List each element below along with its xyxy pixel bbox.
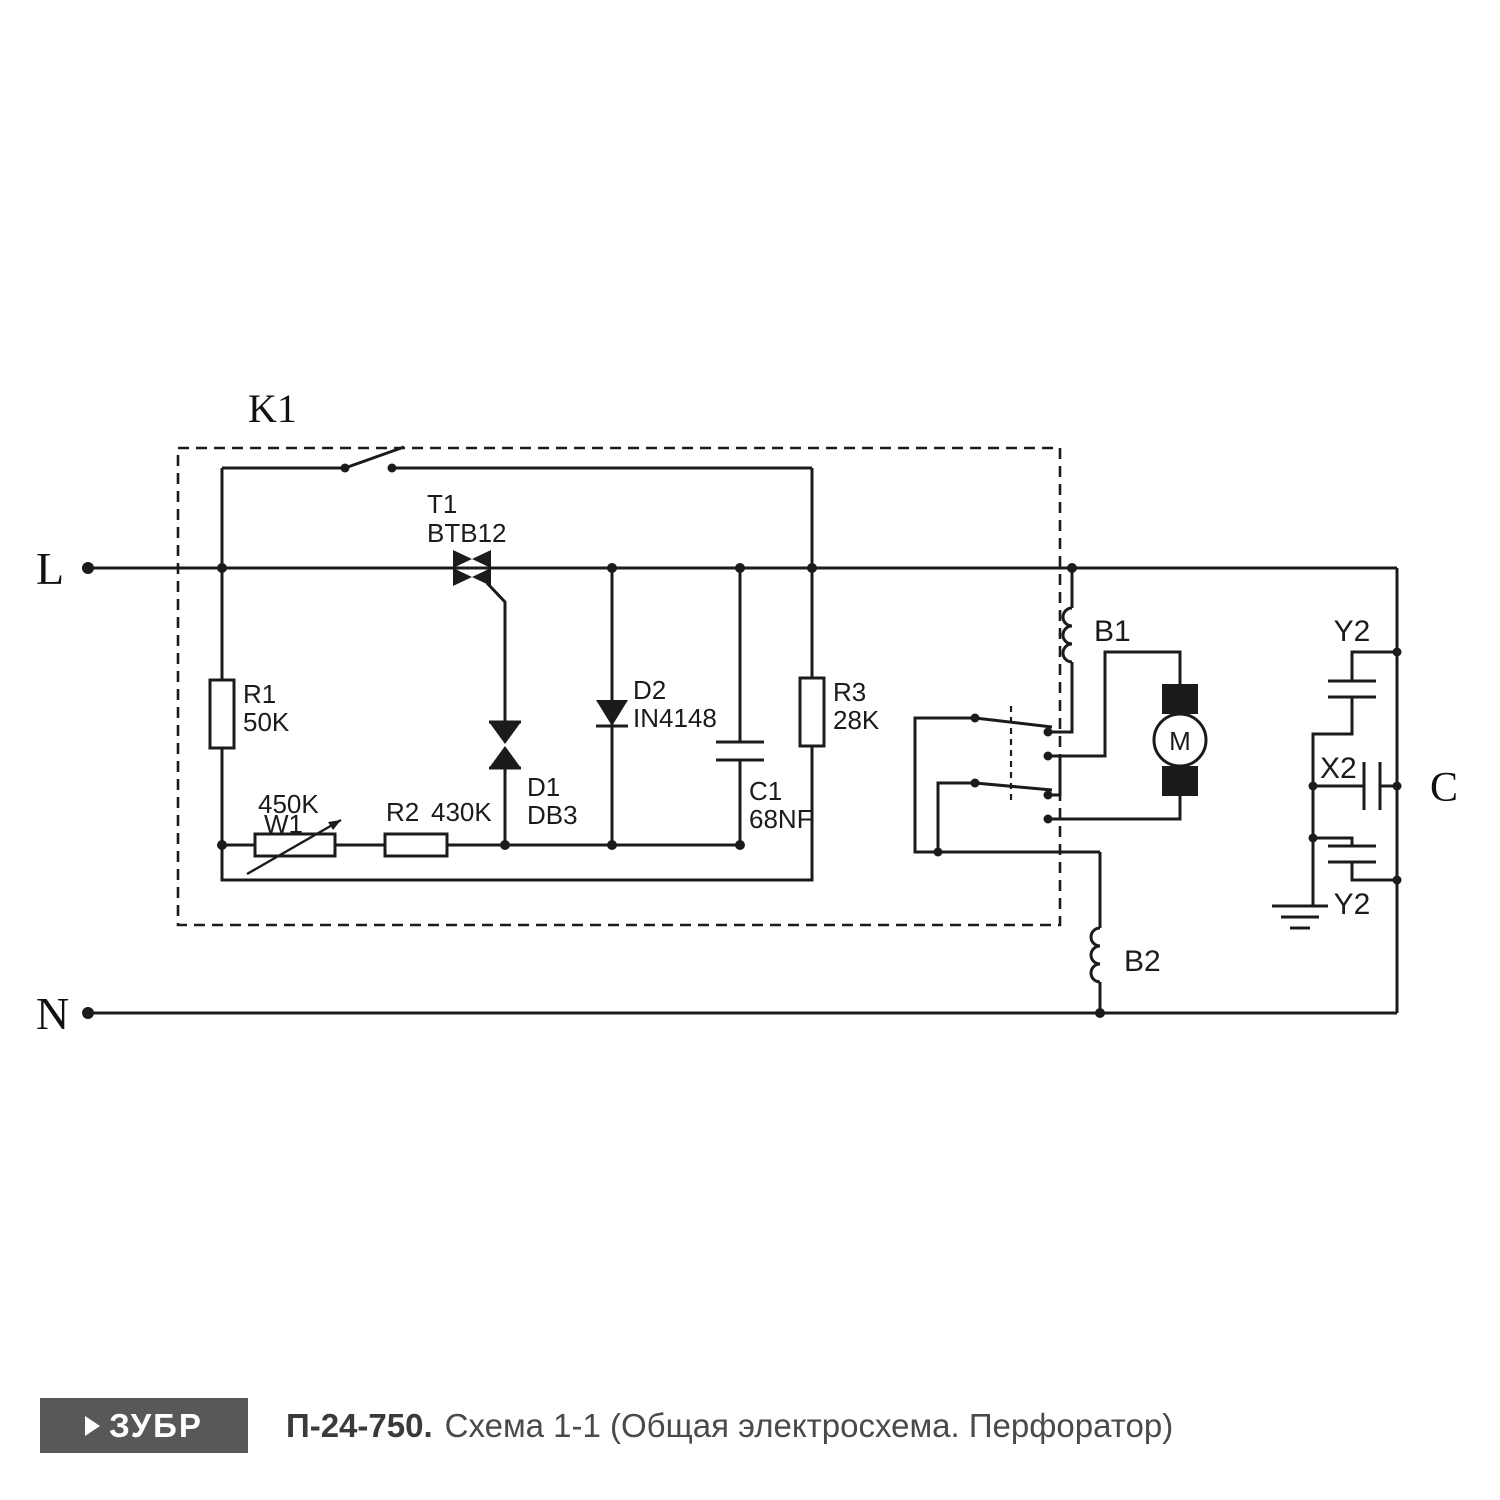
motor-m: M: [1152, 684, 1208, 796]
label-motor: M: [1169, 726, 1191, 756]
label-d2-name: D2: [633, 675, 666, 705]
k1-module-boundary: [176, 446, 1062, 927]
brush-top: [1162, 684, 1198, 714]
label-b2: B2: [1124, 945, 1161, 978]
label-t1-value: BTB12: [427, 518, 507, 548]
label-r1-name: R1: [243, 679, 276, 709]
zubr-logo-arrow-icon: [85, 1415, 101, 1436]
triac-t1: T1 BTB12: [427, 489, 507, 722]
caption: П-24-750. Схема 1-1 (Общая электросхема.…: [286, 1398, 1173, 1453]
label-y2-bottom: Y2: [1334, 888, 1371, 921]
label-c1-value: 68NF: [749, 804, 813, 834]
brush-bottom: [1162, 766, 1198, 796]
label-y2-top: Y2: [1334, 615, 1371, 648]
footer: ЗУБР П-24-750. Схема 1-1 (Общая электрос…: [0, 1398, 1500, 1454]
ground-symbol: [1272, 838, 1328, 930]
potentiometer-w1: 450K W1: [246, 789, 342, 876]
label-r2-name: R2: [386, 797, 419, 827]
label-d1-value: DB3: [527, 800, 578, 830]
resistor-r1: R1 50K: [208, 678, 290, 750]
brand-name: ЗУБР: [109, 1406, 203, 1444]
label-r1-value: 50K: [243, 707, 290, 737]
filter-section: Y2 X2 Y2 C: [1272, 615, 1458, 930]
label-w1-name: W1: [264, 809, 303, 839]
label-x2: X2: [1320, 752, 1357, 785]
dimmer-inner-circuit: [217, 445, 814, 882]
diode-d2: D2 IN4148: [596, 568, 717, 845]
reversing-switch: [913, 706, 1100, 857]
label-d1-name: D1: [527, 772, 560, 802]
diac-d1: D1 DB3: [489, 720, 578, 845]
label-b1: B1: [1094, 615, 1131, 648]
terminal-n-label: N: [36, 988, 69, 1039]
caption-text: Схема 1-1 (Общая электросхема. Перфорато…: [444, 1406, 1174, 1444]
model-number: П-24-750.: [286, 1406, 433, 1444]
field-coil-b2: B2: [1089, 852, 1161, 1013]
label-c1-name: C1: [749, 776, 782, 806]
label-w1-value: 450K: [258, 789, 319, 819]
field-coil-b1: B1: [1048, 568, 1131, 734]
label-r3-name: R3: [833, 677, 866, 707]
label-c-ext: C: [1430, 765, 1458, 811]
terminal-l-label: L: [36, 543, 64, 594]
label-r2-value: 430K: [431, 797, 492, 827]
label-d2-value: IN4148: [633, 703, 717, 733]
label-t1-name: T1: [427, 489, 457, 519]
motor-section: B1 M B2: [913, 568, 1208, 1013]
label-k1-block: K1: [248, 386, 297, 431]
schematic-canvas: R1 50K R3 28K T1 BTB12 D1 DB3 D2 IN4148 …: [36, 386, 1458, 1039]
capacitor-c1: C1 68NF: [716, 568, 813, 845]
resistor-r2: R2 430K: [383, 797, 492, 858]
resistor-r3: R3 28K: [798, 676, 880, 748]
label-r3-value: 28K: [833, 705, 880, 735]
zubr-logo: ЗУБР: [40, 1398, 248, 1453]
power-switch: [340, 445, 405, 473]
